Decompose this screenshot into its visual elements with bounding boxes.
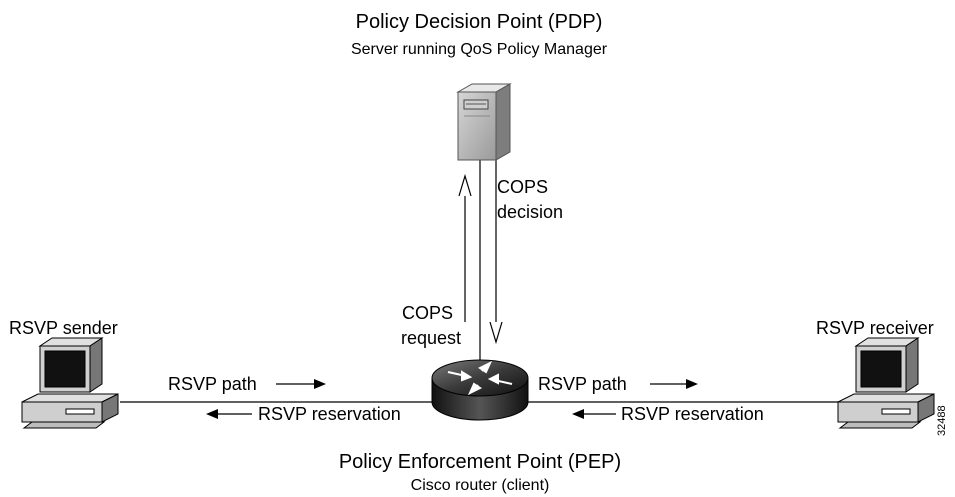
right-path-label: RSVP path [538, 374, 627, 394]
server-tower-icon [456, 83, 512, 161]
cops-decision-label-line1: COPS [497, 177, 549, 197]
pdp-subtitle: Server running QoS Policy Manager [350, 41, 608, 58]
right-reservation-label: RSVP reservation [621, 404, 764, 424]
pdp-title: Policy Decision Point (PDP) [355, 11, 603, 33]
workstation-icon [837, 337, 935, 429]
sender-label: RSVP sender [9, 318, 118, 338]
figure-id: 32488 [936, 405, 948, 436]
left-path-label: RSVP path [168, 374, 257, 394]
cops-decision-arrow [479, 160, 503, 365]
cops-request-arrow [458, 173, 472, 322]
right-path-arrow [650, 379, 698, 389]
workstation-icon [21, 337, 119, 429]
left-path-arrow [276, 379, 326, 389]
cops-request-label-line2: request [401, 328, 462, 348]
left-reservation-label: RSVP reservation [258, 404, 401, 424]
cops-request-label-line1: COPS [402, 303, 454, 323]
right-reservation-arrow [572, 409, 616, 419]
router-icon [431, 359, 529, 421]
pep-subtitle: Cisco router (client) [410, 477, 550, 494]
left-reservation-arrow [206, 409, 252, 419]
pep-title: Policy Enforcement Point (PEP) [338, 451, 622, 473]
cops-decision-label-line2: decision [497, 202, 564, 222]
receiver-label: RSVP receiver [816, 318, 934, 338]
